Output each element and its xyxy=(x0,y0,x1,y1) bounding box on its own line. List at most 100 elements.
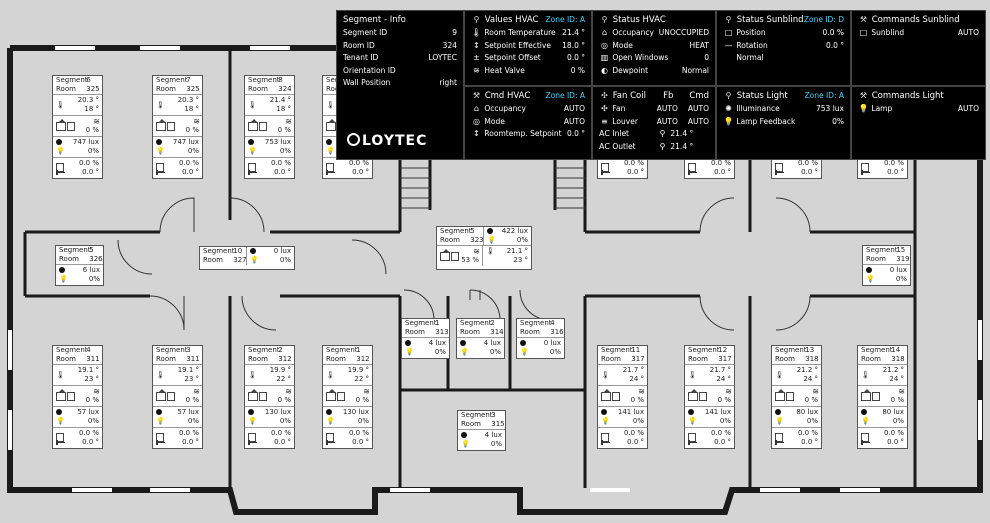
room-number: 316 xyxy=(550,328,564,336)
room-label: Room xyxy=(520,328,540,336)
room-temperature: 19.1 ° xyxy=(77,366,99,374)
segment-card-s6[interactable]: Segment 6 Room 325 🌡 20.3 °18 ° ≋0 % 💡 7… xyxy=(52,75,103,179)
row-label: Rotation xyxy=(736,40,768,50)
segment-card-s3b[interactable]: Segment 3 Room 311 🌡 19.1 °23 ° ≋0 % 💡 5… xyxy=(152,345,203,449)
house-icon xyxy=(326,388,336,401)
sunblind-icon xyxy=(156,433,164,442)
row-label: Lamp xyxy=(871,104,893,113)
wrench-icon: ⚒ xyxy=(472,91,481,100)
house-icon xyxy=(248,118,258,131)
sunblind-position: 0.0 % xyxy=(178,159,199,167)
dewpoint-icon: ◐ xyxy=(601,65,608,75)
sunblind-position: 0.0 % xyxy=(348,429,369,437)
offset-icon: ± xyxy=(473,53,480,62)
row-value: 0.0 ° xyxy=(825,40,844,50)
segment-card-s2b[interactable]: Segment 2 Room 312 🌡 19.9 °22 ° ≋0 % 💡 1… xyxy=(244,345,295,449)
segment-card-s12b[interactable]: Segment 12 Room 317 🌡 21.7 °24 ° ≋0 % 💡 … xyxy=(684,345,735,449)
illuminance-icon xyxy=(520,340,526,346)
sunblind-icon xyxy=(601,163,609,172)
rotation-icon xyxy=(56,440,65,445)
segment-card-s8[interactable]: Segment 8 Room 324 🌡 21.4 °18 ° ≋0 % 💡 7… xyxy=(244,75,295,179)
segment-card-s13b[interactable]: Segment 13 Room 318 🌡 21.2 °24 ° ≋0 % 💡 … xyxy=(771,345,822,449)
illuminance-value: 747 lux xyxy=(72,138,99,146)
lamp-value: 0% xyxy=(357,417,369,425)
row-value: right xyxy=(439,78,457,87)
lamp-value: 0% xyxy=(88,275,100,283)
sunblind-rotation: 0.0 ° xyxy=(627,438,644,446)
heat-valve-icon: ≋ xyxy=(363,387,370,396)
lamp-value: 0% xyxy=(806,417,818,425)
thermometer-icon: 🌡 xyxy=(326,370,335,379)
sunblind-icon: □ xyxy=(724,28,733,37)
segment-card-s4b[interactable]: Segment 4 Room 311 🌡 19.1 °23 ° ≋0 % 💡 5… xyxy=(52,345,103,449)
rotation-icon xyxy=(56,170,65,175)
segment-card-s11b[interactable]: Segment 11 Room 317 🌡 21.7 °24 ° ≋0 % 💡 … xyxy=(597,345,648,449)
sunblind-rotation: 0.0 ° xyxy=(627,168,644,176)
sunblind-rotation: 0.0 ° xyxy=(274,438,291,446)
segment-card-s7[interactable]: Segment 7 Room 325 🌡 20.3 °18 ° ≋0 % 💡 7… xyxy=(152,75,203,179)
house-icon xyxy=(248,388,258,401)
lamp-icon: 💡 xyxy=(866,275,875,283)
heat-valve-icon: ≋ xyxy=(285,387,292,396)
segment-label: Segment xyxy=(59,246,91,254)
segment-card-s1b[interactable]: Segment 1 Room 312 🌡 19.9 °22 ° ≋0 % 💡 1… xyxy=(322,345,373,449)
row-value: 0.0 ° xyxy=(566,129,585,138)
row-label: Mode xyxy=(612,40,633,50)
thermometer-icon: 🌡 xyxy=(248,100,257,109)
sunblind-icon xyxy=(688,163,696,172)
illuminance-value: 753 lux xyxy=(264,138,291,146)
setpoint: 18 ° xyxy=(84,105,99,113)
sunblind-icon xyxy=(601,433,609,442)
sunblind-icon xyxy=(326,433,334,442)
room-number: 311 xyxy=(86,355,100,363)
room-temperature: 20.3 ° xyxy=(177,96,199,104)
row-value: AUTO xyxy=(563,104,585,113)
row-value: UNOCCUPIED xyxy=(658,28,709,37)
illuminance-icon xyxy=(461,432,467,438)
lamp-icon: 💡 xyxy=(487,236,496,244)
illuminance-value: 6 lux xyxy=(82,266,100,274)
heat-valve-value: 0 % xyxy=(277,126,291,134)
room-number: 317 xyxy=(631,355,645,363)
thermometer-icon: 🌡 xyxy=(688,370,697,379)
illuminance-value: 57 lux xyxy=(177,408,199,416)
louver-icon: ≡ xyxy=(601,116,608,126)
room-number: 325 xyxy=(186,85,200,93)
sunblind-position: 0.0 % xyxy=(348,159,369,167)
house-icon xyxy=(688,388,698,401)
rotation-icon xyxy=(326,440,335,445)
panel-row: Orientation ID xyxy=(343,65,457,78)
sunblind-icon xyxy=(156,163,164,172)
segment-label: Segment xyxy=(56,76,88,84)
segment-card-s14b[interactable]: Segment 14 Room 318 🌡 21.2 °24 ° ≋0 % 💡 … xyxy=(857,345,908,449)
room-temperature: 19.1 ° xyxy=(177,366,199,374)
mode-icon: ◎ xyxy=(601,40,608,50)
row-label: Setpoint Offset xyxy=(484,53,541,62)
row-label: Sunblind xyxy=(871,28,905,37)
heat-valve-icon: ≋ xyxy=(193,117,200,126)
illuminance-icon xyxy=(250,248,256,254)
room-temperature: 20.3 ° xyxy=(77,96,99,104)
lamp-icon: 💡 xyxy=(601,417,610,425)
segment-label: Segment xyxy=(56,346,88,354)
room-temperature: 19.9 ° xyxy=(347,366,369,374)
setpoint: 24 ° xyxy=(889,375,904,383)
house-icon xyxy=(56,388,66,401)
lamp-icon: 💡 xyxy=(250,256,259,264)
heat-valve-icon: ≋ xyxy=(898,387,905,396)
